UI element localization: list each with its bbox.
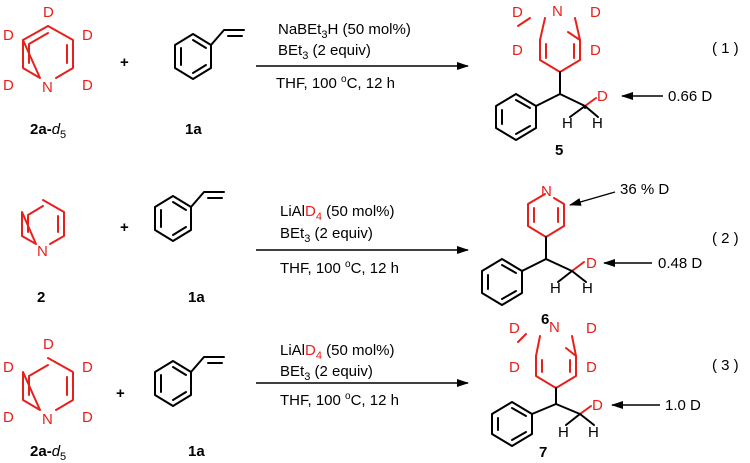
- equation-tag-1: ( 1 ): [712, 40, 739, 57]
- d-atom: D: [586, 255, 597, 272]
- product-7-molecule: D N D D D D H H: [491, 319, 603, 447]
- d-atom: D: [82, 77, 93, 94]
- annotation-arrow: [569, 191, 616, 206]
- annotation-ch2-d: 0.66 D: [668, 88, 712, 105]
- equation-tag-3: ( 3 ): [712, 357, 739, 374]
- n-atom: N: [549, 319, 560, 336]
- reaction-1: D D D D D N 2a-d5 + 1a NaBEt3H (50 mol%)…: [3, 3, 739, 159]
- reagent-line-2: BEt3 (2 equiv): [278, 42, 371, 62]
- plus-sign: +: [116, 385, 125, 402]
- styrene-molecule: [154, 356, 225, 407]
- d-atom: D: [586, 320, 597, 337]
- d-atom: D: [43, 4, 54, 21]
- d-atom: D: [586, 359, 597, 376]
- d-atom: D: [3, 77, 14, 94]
- h-atom: H: [562, 115, 573, 132]
- reaction-3: D D D D D N 2a-d5 + 1a LiAlD4 (50 mol%) …: [3, 319, 739, 463]
- styrene-molecule: [174, 29, 245, 80]
- h-atom: H: [592, 115, 603, 132]
- plus-sign: +: [120, 54, 129, 71]
- reaction-2: N 2 + 1a LiAlD4 (50 mol%) BEt3 (2 equiv)…: [21, 181, 739, 328]
- h-atom: H: [550, 280, 561, 297]
- equation-tag-2: ( 2 ): [712, 230, 739, 247]
- annotation-ch2-d: 0.48 D: [658, 255, 702, 272]
- conditions-line: THF, 100 oC, 12 h: [280, 259, 399, 277]
- compound-label-2: 2: [37, 289, 45, 306]
- styrene-molecule: [154, 191, 225, 242]
- d-atom: D: [590, 42, 601, 59]
- reagent-line-1: LiAlD4 (50 mol%): [280, 342, 395, 362]
- d-atom: D: [82, 27, 93, 44]
- n-atom: N: [42, 79, 53, 96]
- d-atom: D: [43, 336, 54, 353]
- compound-label-6: 6: [541, 311, 549, 328]
- d-atom: D: [597, 88, 608, 105]
- product-6-molecule: N D H H: [481, 183, 597, 306]
- n-atom: N: [37, 243, 48, 260]
- reagent-line-2: BEt3 (2 equiv): [280, 225, 373, 245]
- annotation-ring-d: 36 % D: [620, 181, 669, 198]
- d-atom: D: [590, 4, 601, 21]
- h-atom: H: [558, 424, 569, 441]
- product-5-molecule: D N D D D D H H: [495, 3, 608, 141]
- d-atom: D: [512, 4, 523, 21]
- compound-label-2a-d5: 2a-d5: [30, 121, 66, 141]
- compound-label-7: 7: [539, 444, 547, 461]
- compound-label-2a-d5: 2a-d5: [30, 443, 66, 463]
- d-atom: D: [509, 359, 520, 376]
- d-atom: D: [3, 409, 14, 426]
- compound-label-1a: 1a: [188, 443, 205, 460]
- reagent-line-2: BEt3 (2 equiv): [280, 363, 373, 383]
- compound-label-1a: 1a: [188, 289, 205, 306]
- n-atom: N: [552, 3, 563, 20]
- d-atom: D: [82, 359, 93, 376]
- conditions-line: THF, 100 oC, 12 h: [276, 74, 395, 92]
- plus-sign: +: [120, 219, 129, 236]
- d-atom: D: [512, 42, 523, 59]
- pyridine-molecule: N: [21, 199, 65, 260]
- d-atom: D: [82, 409, 93, 426]
- d-atom: D: [3, 359, 14, 376]
- reagent-line-1: LiAlD4 (50 mol%): [280, 203, 395, 223]
- annotation-ch2-d: 1.0 D: [665, 397, 701, 414]
- pyridine-d5-molecule: D D D D D N: [3, 4, 93, 96]
- n-atom: N: [42, 411, 53, 428]
- n-atom: N: [541, 183, 552, 200]
- h-atom: H: [588, 424, 599, 441]
- d-atom: D: [509, 320, 520, 337]
- reagent-line-1: NaBEt3H (50 mol%): [278, 21, 411, 41]
- d-atom: D: [592, 397, 603, 414]
- h-atom: H: [582, 280, 593, 297]
- conditions-line: THF, 100 oC, 12 h: [280, 391, 399, 409]
- pyridine-d5-molecule: D D D D D N: [3, 336, 93, 428]
- compound-label-5: 5: [555, 142, 563, 159]
- d-atom: D: [3, 27, 14, 44]
- compound-label-1a: 1a: [185, 121, 202, 138]
